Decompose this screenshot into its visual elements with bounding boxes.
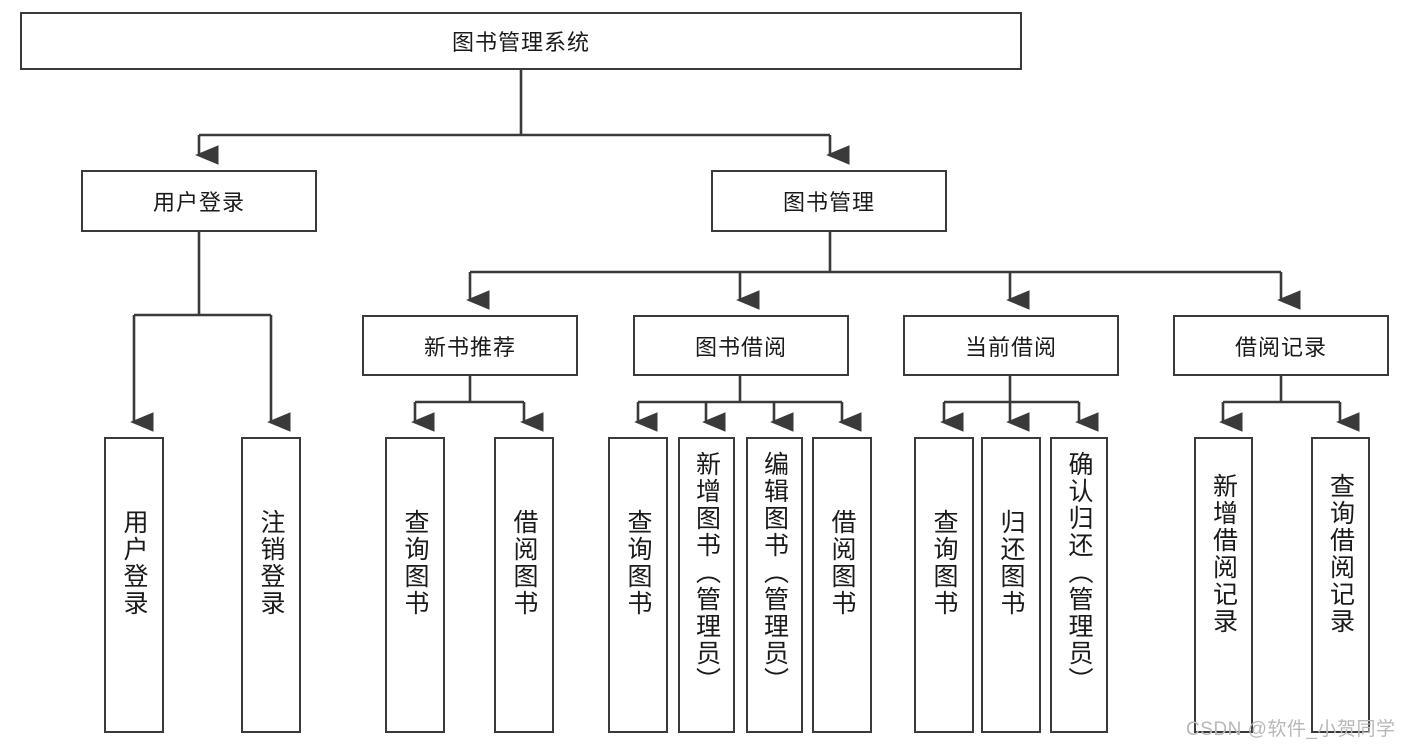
node-leaf-add-book[interactable]: 新增图书（管理员） bbox=[678, 437, 735, 733]
node-user-login[interactable]: 用户登录 bbox=[81, 170, 317, 232]
node-book-borrow[interactable]: 图书借阅 bbox=[633, 315, 849, 376]
node-system-root[interactable]: 图书管理系统 bbox=[20, 12, 1022, 70]
node-label: 借阅图书 bbox=[510, 509, 538, 617]
node-label: 新增借阅记录 bbox=[1209, 473, 1238, 635]
node-leaf-query-book-1[interactable]: 查询图书 bbox=[385, 437, 445, 733]
node-new-book-recommend[interactable]: 新书推荐 bbox=[362, 315, 578, 376]
node-label: 查询图书 bbox=[930, 509, 958, 617]
node-book-management[interactable]: 图书管理 bbox=[711, 170, 947, 232]
node-label: 新增图书（管理员） bbox=[692, 451, 721, 694]
node-label: 借阅图书 bbox=[828, 509, 856, 617]
node-leaf-query-record[interactable]: 查询借阅记录 bbox=[1311, 437, 1370, 733]
node-label: 图书管理系统 bbox=[451, 30, 590, 55]
node-label: 用户登录 bbox=[120, 509, 148, 617]
node-leaf-borrow-book-1[interactable]: 借阅图书 bbox=[494, 437, 554, 733]
node-label: 用户登录 bbox=[152, 190, 245, 215]
node-leaf-borrow-book-2[interactable]: 借阅图书 bbox=[812, 437, 872, 733]
node-label: 查询图书 bbox=[401, 509, 429, 617]
csdn-watermark: CSDN @软件_小贺同学 bbox=[1186, 719, 1396, 740]
node-leaf-logout-login[interactable]: 注销登录 bbox=[241, 437, 301, 733]
node-label: 图书借阅 bbox=[694, 334, 787, 360]
node-current-borrow[interactable]: 当前借阅 bbox=[903, 315, 1119, 376]
node-label: 查询借阅记录 bbox=[1326, 473, 1355, 635]
node-label: 当前借阅 bbox=[964, 334, 1057, 360]
node-label: 确认归还（管理员） bbox=[1065, 451, 1093, 694]
node-label: 新书推荐 bbox=[423, 334, 516, 360]
node-borrow-record[interactable]: 借阅记录 bbox=[1173, 315, 1389, 376]
node-leaf-add-record[interactable]: 新增借阅记录 bbox=[1194, 437, 1253, 733]
node-leaf-confirm-return[interactable]: 确认归还（管理员） bbox=[1050, 437, 1108, 733]
node-label: 查询图书 bbox=[624, 509, 652, 617]
node-label: 图书管理 bbox=[782, 190, 875, 215]
node-label: 编辑图书（管理员） bbox=[760, 451, 789, 694]
node-leaf-user-login[interactable]: 用户登录 bbox=[104, 437, 164, 733]
node-leaf-edit-book[interactable]: 编辑图书（管理员） bbox=[746, 437, 803, 733]
node-leaf-query-book-2[interactable]: 查询图书 bbox=[608, 437, 668, 733]
node-leaf-return-book[interactable]: 归还图书 bbox=[981, 437, 1041, 733]
node-label: 借阅记录 bbox=[1234, 334, 1327, 360]
node-label: 归还图书 bbox=[997, 509, 1025, 617]
node-label: 注销登录 bbox=[257, 509, 285, 617]
node-leaf-query-book-3[interactable]: 查询图书 bbox=[914, 437, 974, 733]
